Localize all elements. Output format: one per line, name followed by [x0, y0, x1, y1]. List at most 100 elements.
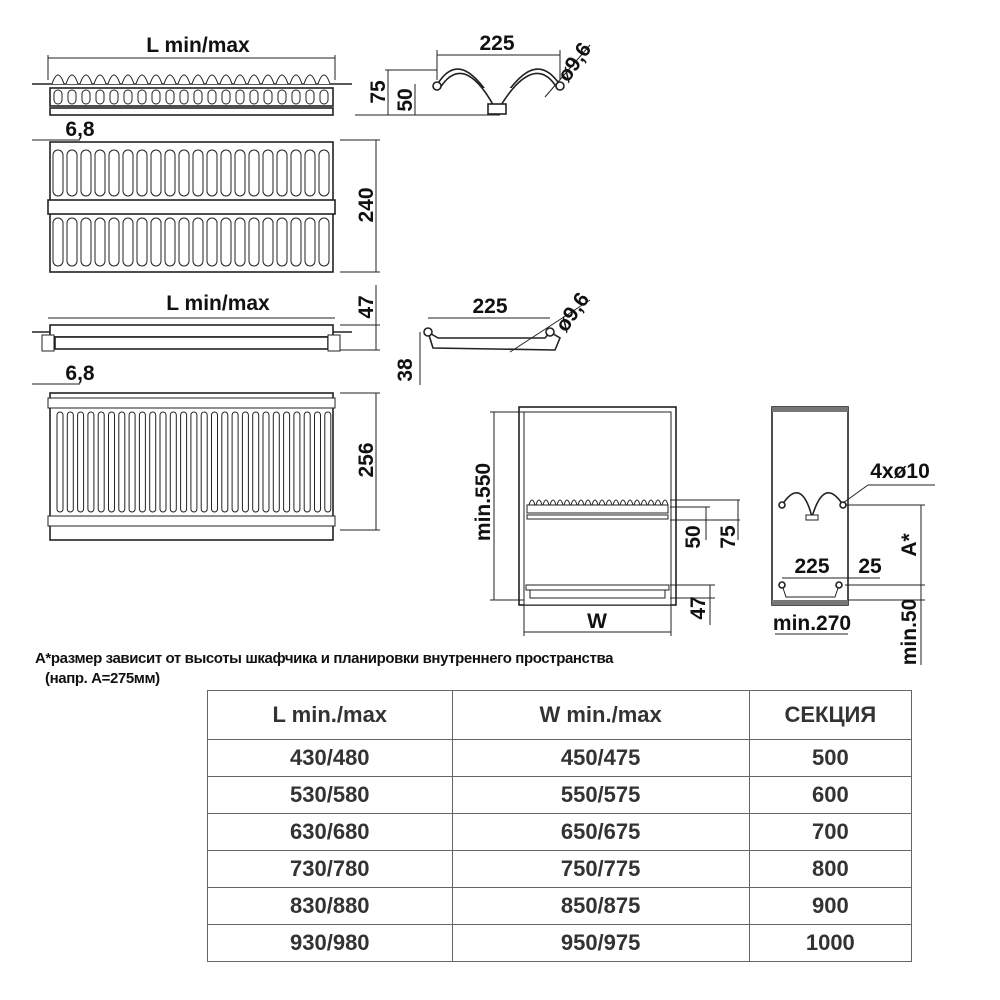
- rack-slot: [234, 149, 246, 197]
- rack-scallop: [107, 74, 121, 85]
- rack-slot: [235, 89, 245, 105]
- cell-section: 900: [748, 887, 913, 925]
- depth-label: 256: [355, 442, 378, 477]
- tray-slot: [128, 411, 136, 513]
- rack-scallop: [577, 499, 585, 506]
- rack-slot: [108, 149, 120, 197]
- rack-slot: [52, 149, 64, 197]
- rack-scallop: [619, 499, 627, 506]
- height-75: 75: [367, 80, 390, 104]
- tray-slot: [97, 411, 105, 513]
- upper-rack-profile: 225 ø9,6: [432, 32, 596, 115]
- rack-scallop: [205, 74, 219, 85]
- length-label: L min/max: [146, 34, 250, 57]
- rack-slot: [80, 149, 92, 197]
- rack-slot: [94, 217, 106, 267]
- rack-slot: [80, 217, 92, 267]
- profile-width: 225: [479, 32, 514, 55]
- rack-slot: [290, 217, 302, 267]
- cell-section: 700: [748, 813, 913, 851]
- holes-label: 4xø10: [870, 460, 930, 483]
- offset-label: 6,8: [65, 118, 95, 141]
- rack-scallop: [654, 499, 662, 506]
- rack-scallop: [535, 499, 543, 506]
- rack-slot: [207, 89, 217, 105]
- rack-slot: [220, 149, 232, 197]
- rack-slot: [151, 89, 161, 105]
- rack-scallop: [149, 74, 163, 85]
- cell-section: 800: [748, 850, 913, 888]
- rack-scallop: [549, 499, 557, 506]
- rack-slot: [67, 89, 77, 105]
- rack-slot: [221, 89, 231, 105]
- tray-slot: [138, 411, 146, 513]
- tray-slot: [231, 411, 239, 513]
- rack-scallop: [191, 74, 205, 85]
- cell-w: 850/875: [451, 887, 750, 925]
- rack-slot: [276, 149, 288, 197]
- rack-slot: [178, 217, 190, 267]
- tray-slot: [200, 411, 208, 513]
- rack-slot: [193, 89, 203, 105]
- profile-diameter: ø9,6: [551, 288, 594, 336]
- cabinet-side-view: 4xø10 A* 225 25 min.270 min.50: [771, 406, 935, 666]
- cell-w: 650/675: [451, 813, 750, 851]
- cell-l: 530/580: [207, 776, 453, 814]
- rack-scallop: [605, 499, 613, 506]
- cell-l: 930/980: [207, 924, 453, 962]
- height-50: 50: [394, 88, 417, 111]
- rack-slot: [304, 217, 316, 267]
- offset-label: 6,8: [65, 362, 95, 385]
- rack-slot: [66, 149, 78, 197]
- tray-slot: [87, 411, 95, 513]
- header-section: СЕКЦИЯ: [748, 690, 913, 740]
- rack-slot: [263, 89, 273, 105]
- tray-profile: 225 ø9,6 38: [394, 288, 594, 385]
- rack-scallop: [570, 499, 578, 506]
- tray-slot: [180, 411, 188, 513]
- rack-slot: [136, 217, 148, 267]
- tray-slot: [66, 411, 74, 513]
- rack-scallop: [79, 74, 93, 85]
- rack-slot: [179, 89, 189, 105]
- tray-slot: [211, 411, 218, 513]
- rack-scallop: [233, 74, 247, 85]
- rack-slot: [291, 89, 301, 105]
- min-bottom: min.50: [898, 599, 921, 666]
- rack-slot: [249, 89, 259, 105]
- rack-slot: [150, 217, 162, 267]
- rack-slot: [220, 217, 232, 267]
- rack-scallop: [121, 74, 135, 85]
- rack-slot: [318, 217, 330, 267]
- rack-scallop: [563, 499, 571, 506]
- rack-slot: [136, 149, 148, 197]
- rack-slot: [165, 89, 175, 105]
- rack-slot: [108, 217, 120, 267]
- cell-l: 430/480: [207, 739, 453, 777]
- rack-slot: [109, 89, 119, 105]
- tray-profile-height: 38: [394, 358, 417, 382]
- rack-slot: [52, 217, 64, 267]
- rack-scallop: [661, 499, 669, 506]
- rack-slot: [248, 149, 260, 197]
- rack-scallop: [163, 74, 177, 85]
- rack-scallop: [542, 499, 550, 506]
- rack-slot: [94, 149, 106, 197]
- rack-slot: [304, 149, 316, 197]
- tray-slot: [262, 411, 270, 513]
- a-dimension: A*: [898, 533, 921, 557]
- rack-scallop: [626, 499, 634, 506]
- rack-height-75: 75: [717, 525, 740, 549]
- min-depth: min.270: [773, 612, 851, 635]
- tray-slot: [283, 411, 291, 513]
- side-width-225: 225: [794, 555, 829, 578]
- min-height: min.550: [472, 463, 495, 541]
- rack-slot: [150, 149, 162, 197]
- rack-slot: [66, 217, 78, 267]
